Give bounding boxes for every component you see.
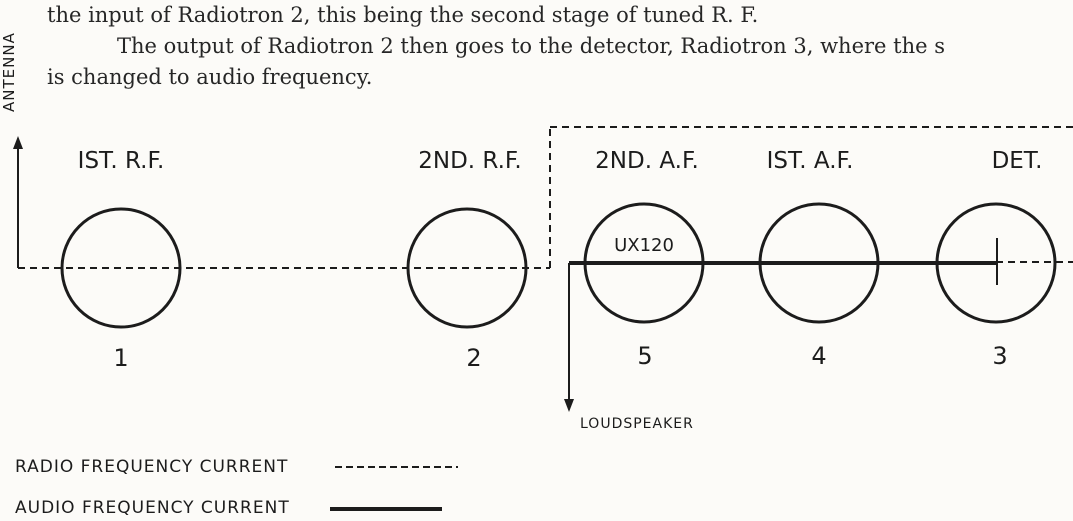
legend: RADIO FREQUENCY CURRENT AUDIO FREQUENCY … bbox=[15, 457, 458, 518]
tube-label-1: IST. R.F. bbox=[78, 148, 165, 174]
tube-label-5: 2ND. A.F. bbox=[595, 148, 699, 174]
antenna-arrow-icon bbox=[13, 136, 23, 149]
tube-number-5: 5 bbox=[637, 342, 652, 370]
legend-audio-label: AUDIO FREQUENCY CURRENT bbox=[15, 498, 290, 518]
tube-label-2: 2ND. R.F. bbox=[418, 148, 522, 174]
tube-circle-5 bbox=[583, 202, 705, 324]
body-text: the input of Radiotron 2, this being the… bbox=[47, 0, 1073, 93]
tube-circle-4 bbox=[758, 202, 880, 324]
loudspeaker-label: LOUDSPEAKER bbox=[580, 416, 694, 432]
legend-radio-label: RADIO FREQUENCY CURRENT bbox=[15, 457, 288, 477]
tube-number-1: 1 bbox=[113, 344, 128, 372]
tube-number-2: 2 bbox=[466, 344, 481, 372]
tube-circle-1 bbox=[60, 207, 182, 329]
text-line-3: is changed to audio frequency. bbox=[47, 65, 373, 89]
tube-number-4: 4 bbox=[811, 342, 826, 370]
tube-inner-label-5: UX120 bbox=[614, 235, 674, 256]
text-line-1: the input of Radiotron 2, this being the… bbox=[47, 3, 759, 27]
tube-number-3: 3 bbox=[992, 342, 1007, 370]
tube-circle-3 bbox=[935, 202, 1057, 324]
tube-circle-2 bbox=[406, 207, 528, 329]
tube-label-4: IST. A.F. bbox=[767, 148, 854, 174]
loudspeaker-arrow-icon bbox=[564, 399, 574, 412]
text-line-2: The output of Radiotron 2 then goes to t… bbox=[117, 34, 945, 58]
radio-frequency-path bbox=[18, 126, 1073, 269]
antenna-label: ANTENNA bbox=[0, 32, 18, 112]
audio-frequency-path bbox=[568, 261, 996, 400]
tube-label-3: DET. bbox=[992, 148, 1043, 174]
